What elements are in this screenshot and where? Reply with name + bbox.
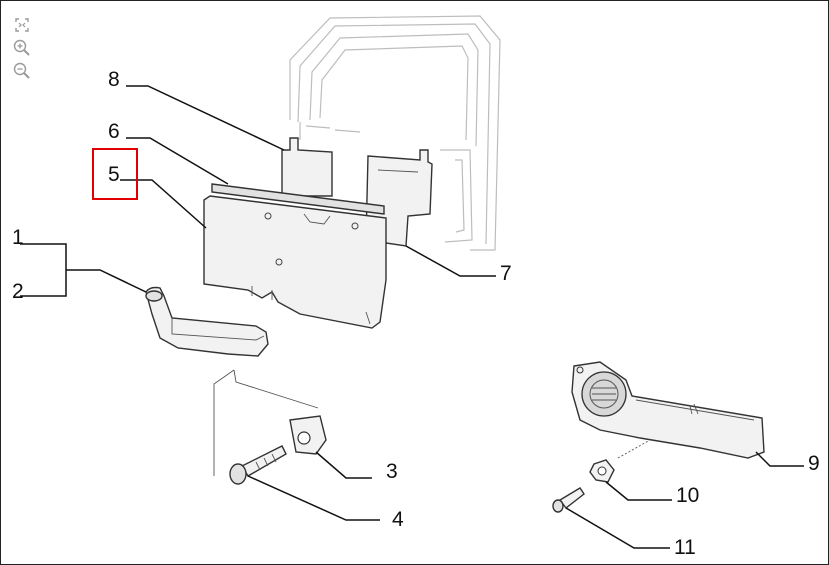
part-6-seal-strip[interactable] xyxy=(211,183,385,215)
zoom-in-icon xyxy=(13,39,30,56)
callout-5: 5 xyxy=(108,163,120,186)
door-frame-outline xyxy=(289,15,501,251)
callout-10: 10 xyxy=(676,484,699,507)
callout-4: 4 xyxy=(392,508,404,531)
leader-lines xyxy=(20,85,804,549)
viewer-toolbar xyxy=(10,14,36,83)
part-3-clip-nut[interactable] xyxy=(289,415,327,455)
selected-callout-highlight[interactable] xyxy=(92,148,138,200)
callout-8: 8 xyxy=(108,68,120,91)
callout-11: 11 xyxy=(674,536,696,559)
callout-3: 3 xyxy=(386,460,398,483)
part-1-2-armrest[interactable] xyxy=(145,286,269,357)
part-4-screw[interactable] xyxy=(229,445,287,485)
zoom-out-button[interactable] xyxy=(10,60,34,82)
part-8-bracket[interactable] xyxy=(281,137,333,197)
zoom-out-icon xyxy=(13,62,30,79)
part-9-armrest-with-speaker[interactable] xyxy=(571,361,765,459)
zoom-in-button[interactable] xyxy=(10,37,34,59)
part-10-nut[interactable] xyxy=(589,459,615,483)
callout-6: 6 xyxy=(108,120,120,143)
part-11-screw[interactable] xyxy=(552,487,585,513)
fit-window-button[interactable] xyxy=(10,14,34,36)
callout-2: 2 xyxy=(12,280,24,303)
part-5-trim-panel[interactable] xyxy=(203,195,387,329)
assembly-guide-line xyxy=(213,369,319,476)
callout-7: 7 xyxy=(500,262,512,285)
assembly-guide-line-right xyxy=(617,439,651,459)
callout-1: 1 xyxy=(12,226,24,249)
callout-9: 9 xyxy=(808,452,820,475)
fit-window-icon xyxy=(15,18,29,32)
